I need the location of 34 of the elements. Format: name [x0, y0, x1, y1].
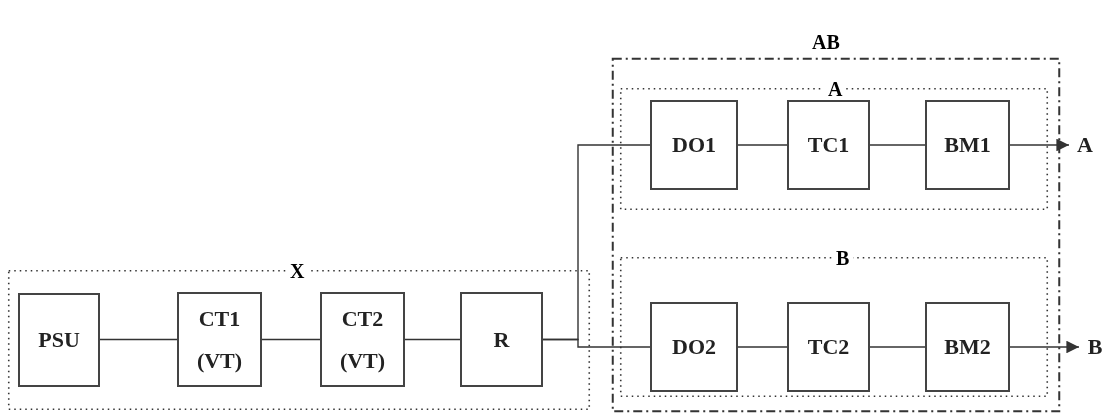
block	[925, 302, 1010, 392]
connector-line	[869, 144, 926, 146]
connector-line	[542, 338, 651, 348]
block-label: R	[493, 325, 510, 354]
block-label: TC1	[807, 131, 850, 160]
block	[18, 293, 100, 387]
block	[650, 100, 738, 190]
group-label: B	[832, 248, 854, 268]
block-label: DO1	[672, 131, 716, 160]
block	[650, 302, 738, 392]
block-label: DO2	[672, 333, 716, 362]
connector-line	[99, 338, 178, 341]
output-label: A	[1077, 131, 1093, 160]
block	[787, 302, 870, 392]
block	[177, 292, 262, 387]
arrow	[1009, 340, 1080, 354]
connector-line	[404, 338, 461, 341]
block	[320, 292, 405, 387]
block-label: PSU	[38, 326, 80, 355]
block	[925, 100, 1010, 190]
connector-line	[737, 346, 788, 348]
block-label: CT2 (VT)	[339, 304, 386, 375]
block-label: BM1	[944, 131, 991, 160]
block	[787, 100, 870, 190]
block-label: BM2	[944, 333, 991, 362]
group-label: X	[286, 261, 309, 281]
block-label: TC2	[807, 333, 850, 362]
arrow	[1009, 138, 1070, 152]
block-label: CT1 (VT)	[196, 304, 243, 375]
connector-line	[737, 144, 788, 146]
block	[460, 292, 543, 387]
output-label: B	[1087, 333, 1103, 362]
connector-line	[261, 338, 321, 341]
connector-line	[869, 346, 926, 348]
